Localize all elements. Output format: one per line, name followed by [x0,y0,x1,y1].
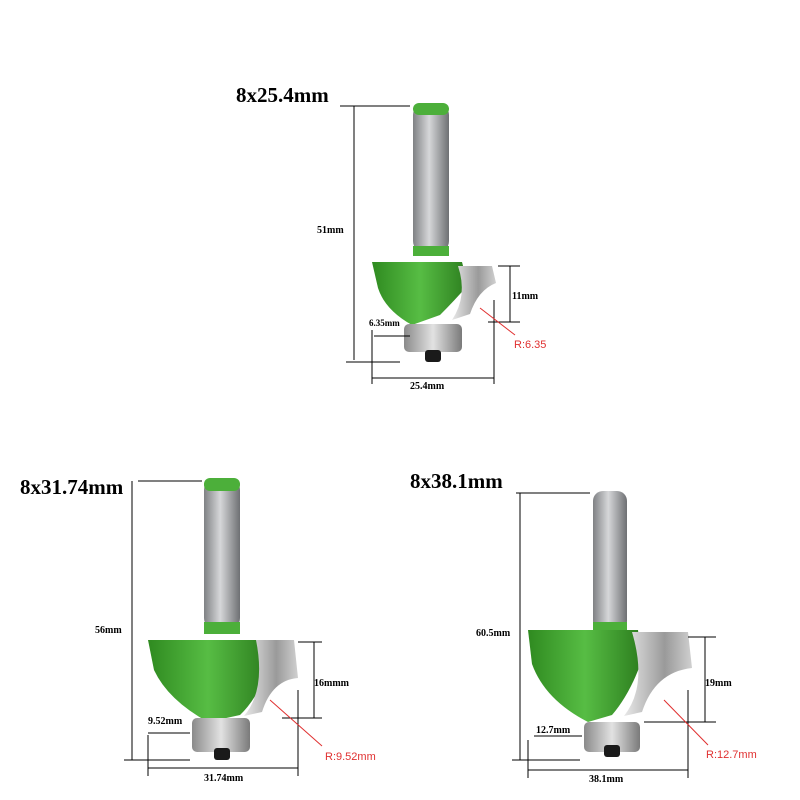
bit-2-body-icon [148,640,298,722]
bit-1-title: 8x25.4mm [236,83,329,107]
router-bit-3: 8x38.1mm 60.5mm 19mm 12.7mm 38.1mm R:12.… [410,469,757,785]
bit-2-title: 8x31.74mm [20,475,124,499]
bit-3-cut-height: 19mm [705,678,732,689]
bit-3-body-icon [528,630,692,722]
bit-1-radius: R:6.35 [514,339,546,351]
bit-2-bearing-offset: 9.52mm [148,716,183,727]
bit-2-cut-height: 16mmm [314,678,350,689]
bit-1-shank-icon [413,103,449,256]
bit-3-bearing-icon [584,722,640,757]
bit-2-length: 56mm [95,625,122,636]
bit-1-bearing-icon [404,324,462,362]
bit-2-shank-icon [204,478,240,634]
bit-3-radius: R:12.7mm [706,749,757,761]
bit-1-bearing-offset: 6.35mm [369,318,400,328]
bit-2-diameter: 31.74mm [204,773,244,784]
bit-2-radius: R:9.52mm [325,751,376,763]
router-bit-1: 8x25.4mm 51mm 11mm 6.35mm 25.4 [236,83,546,392]
bit-3-length: 60.5mm [476,628,511,639]
bit-3-title: 8x38.1mm [410,469,503,493]
bit-1-diameter: 25.4mm [410,381,445,392]
router-bit-2: 8x31.74mm 56mm 16mmm 9.52mm 31.74mm R:9. [20,475,376,784]
bit-3-diameter: 38.1mm [589,774,624,785]
bit-1-cut-height: 11mm [512,291,539,302]
bit-1-body-icon [372,262,496,325]
bit-1-length: 51mm [317,225,344,236]
bit-3-shank-icon [593,491,627,632]
bit-3-bearing-offset: 12.7mm [536,725,571,736]
bit-2-bearing-icon [192,718,250,760]
